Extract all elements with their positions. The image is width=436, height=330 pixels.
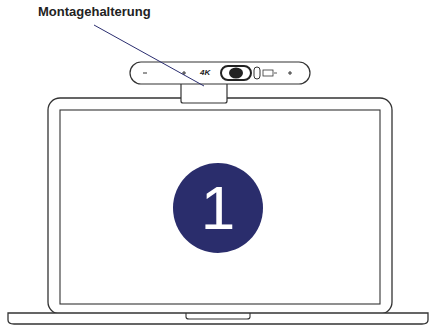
part-label: Montagehalterung [38,4,151,20]
laptop-notch [186,313,250,319]
status-indicator [263,70,273,76]
laptop-screen [60,110,380,304]
indicator-mark [274,73,277,74]
lens-housing [221,66,251,80]
logo-text: 4K [200,68,210,78]
lens [229,68,243,79]
leader-line [94,25,204,86]
laptop-lid [48,98,392,314]
laptop-base [8,313,428,324]
plus-symbol [290,71,291,75]
step-circle: 1 [173,163,263,253]
privacy-slider [254,67,260,79]
mounting-clip [181,82,227,103]
step-number: 1 [201,177,235,239]
webcam-body [130,62,310,84]
minus-symbol [143,73,147,74]
